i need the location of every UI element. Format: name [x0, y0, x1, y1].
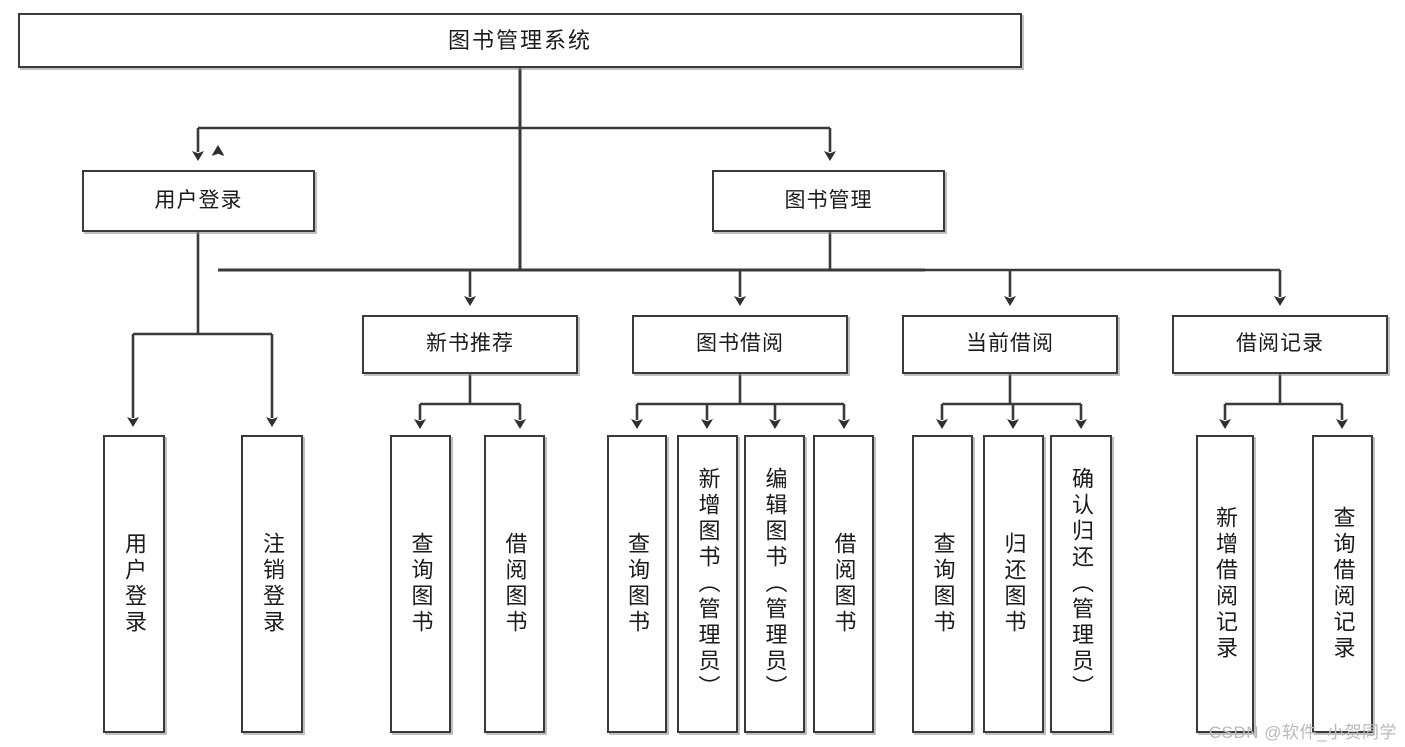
leaf-add-record[interactable]: 新增借阅记录	[1196, 435, 1254, 733]
leaf-edit-book-label: 编辑图书（管理员）	[762, 467, 788, 701]
node-new-book-recommend-label: 新书推荐	[426, 332, 514, 356]
node-book-management-label: 图书管理	[784, 188, 873, 212]
node-current-borrow-label: 当前借阅	[966, 332, 1054, 356]
leaf-login-label: 用户登录	[122, 532, 147, 636]
leaf-login[interactable]: 用户登录	[103, 435, 165, 733]
node-current-borrow[interactable]: 当前借阅	[902, 315, 1118, 374]
leaf-query-book-3-label: 查询图书	[930, 532, 956, 636]
leaf-edit-book[interactable]: 编辑图书（管理员）	[744, 435, 805, 733]
leaf-add-book[interactable]: 新增图书（管理员）	[677, 435, 738, 733]
leaf-return-book[interactable]: 归还图书	[983, 435, 1044, 733]
leaf-borrow-book-1-label: 借阅图书	[502, 532, 528, 636]
node-book-borrow[interactable]: 图书借阅	[632, 315, 848, 374]
leaf-query-book-2[interactable]: 查询图书	[607, 435, 667, 733]
node-new-book-recommend[interactable]: 新书推荐	[362, 315, 578, 374]
leaf-query-book-3[interactable]: 查询图书	[912, 435, 973, 733]
node-root[interactable]: 图书管理系统	[18, 13, 1022, 68]
node-borrow-record[interactable]: 借阅记录	[1172, 315, 1388, 374]
leaf-confirm-return[interactable]: 确认归还（管理员）	[1050, 435, 1112, 733]
leaf-borrow-book-2-label: 借阅图书	[831, 532, 857, 636]
leaf-logout-label: 注销登录	[260, 532, 285, 636]
leaf-add-book-label: 新增图书（管理员）	[695, 467, 721, 701]
node-user-login-label: 用户登录	[154, 188, 243, 212]
leaf-query-record[interactable]: 查询借阅记录	[1312, 435, 1373, 733]
leaf-query-book-1-label: 查询图书	[408, 532, 434, 636]
leaf-confirm-return-label: 确认归还（管理员）	[1069, 467, 1094, 701]
watermark: CSDN @软件_小贺同学	[1208, 723, 1397, 742]
node-user-login[interactable]: 用户登录	[82, 170, 315, 232]
leaf-query-book-1[interactable]: 查询图书	[390, 435, 451, 733]
node-root-label: 图书管理系统	[447, 27, 592, 53]
node-book-borrow-label: 图书借阅	[696, 332, 784, 356]
leaf-query-book-2-label: 查询图书	[625, 532, 650, 636]
leaf-query-record-label: 查询借阅记录	[1330, 506, 1356, 662]
leaf-logout[interactable]: 注销登录	[241, 435, 303, 733]
leaf-return-book-label: 归还图书	[1001, 532, 1027, 636]
node-borrow-record-label: 借阅记录	[1236, 332, 1324, 356]
node-book-management[interactable]: 图书管理	[712, 170, 945, 232]
leaf-borrow-book-1[interactable]: 借阅图书	[484, 435, 545, 733]
leaf-add-record-label: 新增借阅记录	[1213, 506, 1238, 662]
leaf-borrow-book-2[interactable]: 借阅图书	[813, 435, 874, 733]
